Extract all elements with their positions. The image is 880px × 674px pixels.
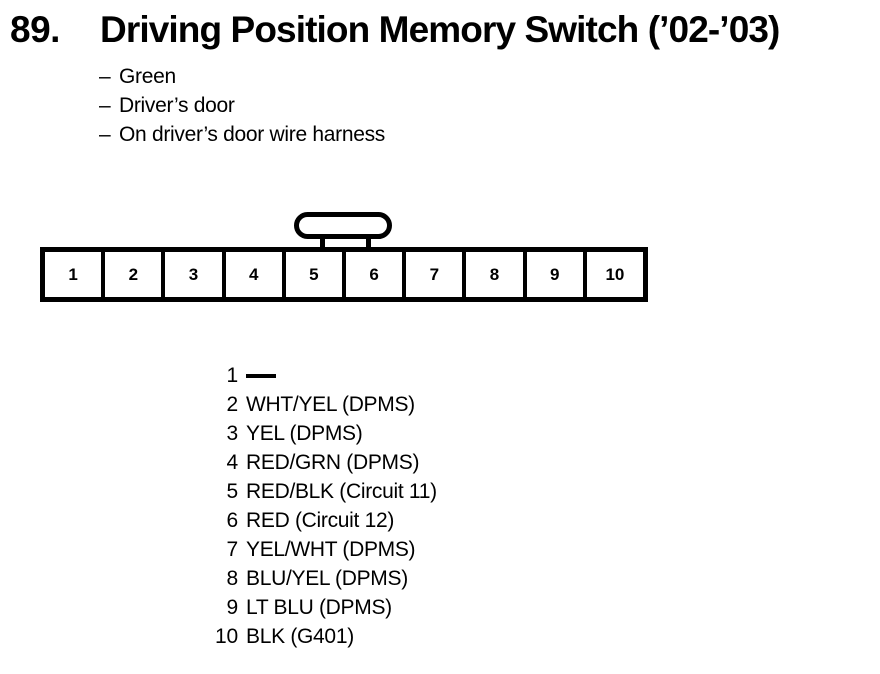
page-title: Driving Position Memory Switch (’02-’03) <box>100 9 780 50</box>
legend-pin-description: WHT/YEL (DPMS) <box>246 393 415 416</box>
connector-pin-number: 7 <box>429 264 440 284</box>
connector-pin-number: 2 <box>128 264 139 284</box>
legend-pin-description: LT BLU (DPMS) <box>246 596 392 619</box>
legend-pin-description: RED/BLK (Circuit 11) <box>246 480 437 503</box>
dash-bullet-icon: – <box>99 123 111 146</box>
spec-list: –Green –Driver’s door –On driver’s door … <box>99 62 619 149</box>
legend-pin-number: 3 <box>226 422 239 445</box>
spec-item-color: –Green <box>99 62 619 91</box>
spec-item-location: –Driver’s door <box>99 91 619 120</box>
connector-pin-number: 6 <box>369 264 379 284</box>
connector-pin-cell: 6 <box>346 252 407 297</box>
legend-pin-description: BLK (G401) <box>246 625 354 648</box>
connector-pin-number: 4 <box>248 264 259 284</box>
spec-item-label: Driver’s door <box>119 94 235 117</box>
connector-pin-number: 9 <box>549 264 560 284</box>
connector-pin-cell: 4 <box>225 252 286 297</box>
connector-body: 1 2 3 4 5 6 7 8 9 10 <box>40 247 648 302</box>
legend-pin-number: 9 <box>226 596 239 619</box>
legend-pin-description: RED/GRN (DPMS) <box>246 451 420 474</box>
connector-pin-cell: 2 <box>105 252 166 297</box>
legend-pin-description: YEL/WHT (DPMS) <box>246 538 416 561</box>
legend-pin-number: 2 <box>226 393 239 416</box>
legend-row: 7 YEL/WHT (DPMS) <box>180 538 437 567</box>
dash-bullet-icon: – <box>99 65 111 88</box>
connector-latch-icon <box>294 212 392 239</box>
spec-item-label: On driver’s door wire harness <box>119 123 385 146</box>
pin-legend: 1 2 WHT/YEL (DPMS) 3 YEL (DPMS) 4 RED/GR… <box>180 364 437 654</box>
legend-pin-number: 4 <box>226 451 239 474</box>
legend-pin-description: BLU/YEL (DPMS) <box>246 567 408 590</box>
connector-pin-cell: 3 <box>165 252 226 297</box>
connector-pin-number: 1 <box>68 264 78 284</box>
legend-pin-number: 8 <box>226 567 239 590</box>
connector-latch-leg-left <box>320 234 325 250</box>
legend-row: 8 BLU/YEL (DPMS) <box>180 567 437 596</box>
dash-bullet-icon: – <box>99 94 111 117</box>
legend-pin-number: 7 <box>226 538 239 561</box>
connector-pin-number: 8 <box>489 264 500 284</box>
connector-pin-cell: 8 <box>466 252 527 297</box>
spec-item-label: Green <box>119 65 176 88</box>
connector-pin-number: 5 <box>309 264 319 284</box>
legend-row: 6 RED (Circuit 12) <box>180 509 437 538</box>
spec-item-harness: –On driver’s door wire harness <box>99 120 619 149</box>
legend-pin-number: 6 <box>226 509 239 532</box>
legend-pin-description: YEL (DPMS) <box>246 422 363 445</box>
legend-row: 9 LT BLU (DPMS) <box>180 596 437 625</box>
connector-diagram: 1 2 3 4 5 6 7 8 9 10 <box>40 210 660 302</box>
connector-latch-leg-right <box>366 234 371 250</box>
legend-row: 4 RED/GRN (DPMS) <box>180 451 437 480</box>
connector-pin-number: 3 <box>188 264 199 284</box>
legend-pin-number: 1 <box>226 364 239 387</box>
legend-pin-description: RED (Circuit 12) <box>246 509 395 532</box>
legend-pin-number: 10 <box>215 625 238 648</box>
legend-row: 3 YEL (DPMS) <box>180 422 437 451</box>
connector-pin-number: 10 <box>605 264 625 284</box>
legend-row: 2 WHT/YEL (DPMS) <box>180 393 437 422</box>
connector-pin-cell: 1 <box>45 252 106 297</box>
connector-pin-cell: 5 <box>285 252 347 297</box>
connector-pin-cell: 9 <box>526 252 587 297</box>
legend-row: 5 RED/BLK (Circuit 11) <box>180 480 438 509</box>
legend-row: 10 BLK (G401) <box>180 625 437 654</box>
legend-pin-number: 5 <box>226 480 239 503</box>
connector-pin-cell: 7 <box>406 252 467 297</box>
connector-pin-cell: 10 <box>586 252 644 297</box>
entry-number: 89. <box>10 9 60 50</box>
legend-row: 1 <box>180 364 437 393</box>
